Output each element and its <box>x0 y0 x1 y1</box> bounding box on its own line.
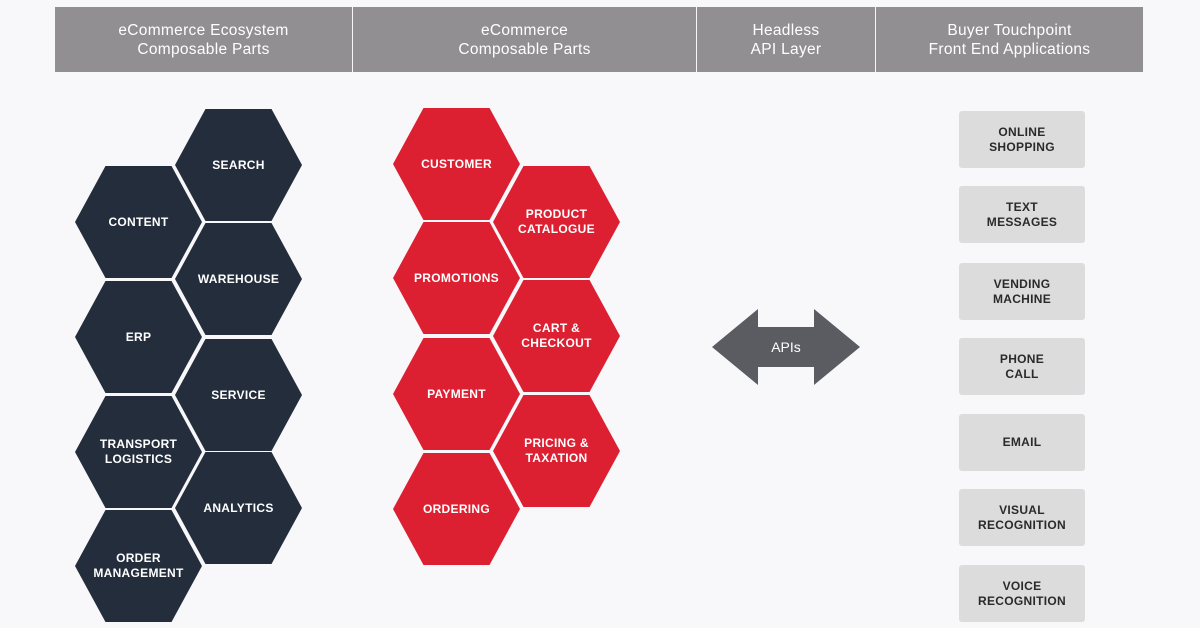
hex-product-catalogue: PRODUCT CATALOGUE <box>493 166 620 278</box>
header-line: Composable Parts <box>137 40 270 58</box>
header-line: Headless <box>752 21 820 39</box>
hex-analytics: ANALYTICS <box>175 452 302 564</box>
touchpoint-online-shopping: ONLINE SHOPPING <box>959 111 1085 168</box>
touchpoint-vending-machine: VENDING MACHINE <box>959 263 1085 320</box>
hex-customer: CUSTOMER <box>393 108 520 220</box>
hex-transport-logistics: TRANSPORT LOGISTICS <box>75 396 202 508</box>
hex-search: SEARCH <box>175 109 302 221</box>
double-arrow-shape <box>712 309 860 385</box>
hex-erp: ERP <box>75 281 202 393</box>
touchpoint-text-messages: TEXT MESSAGES <box>959 186 1085 243</box>
hex-ordering: ORDERING <box>393 453 520 565</box>
touchpoint-phone-call: PHONE CALL <box>959 338 1085 395</box>
header-line: Buyer Touchpoint <box>947 21 1072 39</box>
header-ecosystem-parts: eCommerce Ecosystem Composable Parts <box>55 7 352 72</box>
header-buyer-touchpoint: Buyer Touchpoint Front End Applications <box>876 7 1143 72</box>
api-double-arrow: APIs <box>712 309 860 385</box>
api-label: APIs <box>771 339 801 355</box>
hex-order-management: ORDER MANAGEMENT <box>75 510 202 622</box>
hex-service: SERVICE <box>175 339 302 451</box>
hex-pricing-taxation: PRICING & TAXATION <box>493 395 620 507</box>
touchpoint-email: EMAIL <box>959 414 1085 471</box>
hex-payment: PAYMENT <box>393 338 520 450</box>
header-ecommerce-parts: eCommerce Composable Parts <box>353 7 696 72</box>
header-api-layer: Headless API Layer <box>697 7 875 72</box>
header-line: API Layer <box>750 40 822 58</box>
header-line: eCommerce <box>480 21 569 39</box>
hex-warehouse: WAREHOUSE <box>175 223 302 335</box>
header-line: eCommerce Ecosystem <box>118 21 289 39</box>
hex-promotions: PROMOTIONS <box>393 222 520 334</box>
touchpoint-voice-recognition: VOICE RECOGNITION <box>959 565 1085 622</box>
header-line: Composable Parts <box>458 40 591 58</box>
touchpoint-visual-recognition: VISUAL RECOGNITION <box>959 489 1085 546</box>
hex-cart-checkout: CART & CHECKOUT <box>493 280 620 392</box>
header-line: Front End Applications <box>928 40 1091 58</box>
hex-content: CONTENT <box>75 166 202 278</box>
